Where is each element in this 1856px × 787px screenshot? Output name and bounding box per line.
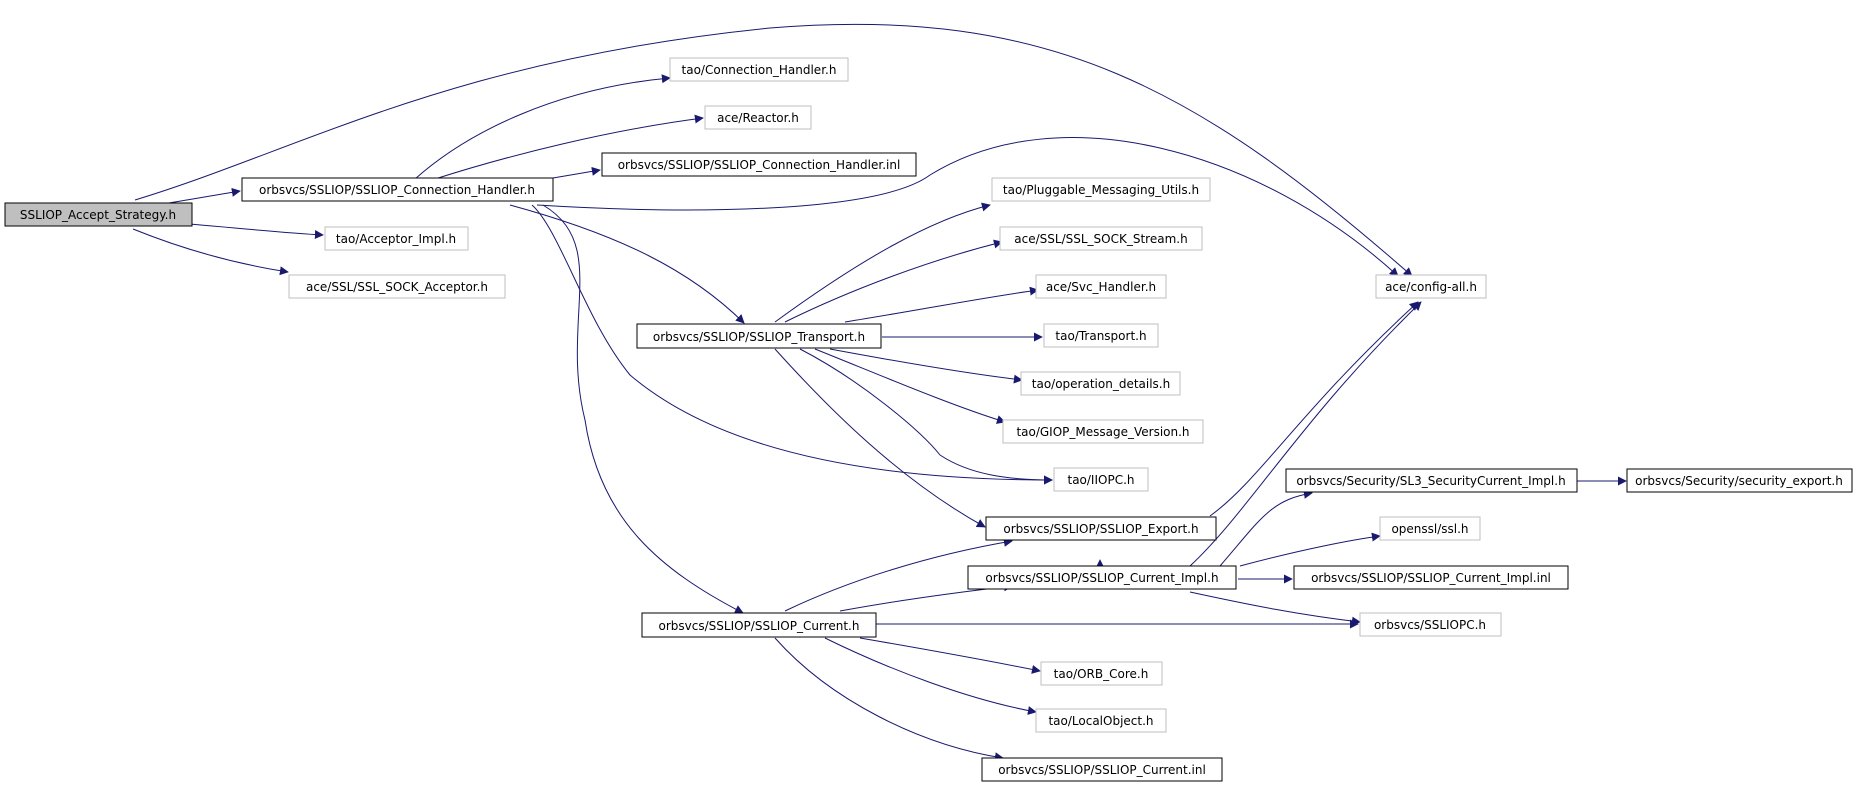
node-label: orbsvcs/SSLIOP/SSLIOP_Connection_Handler…	[618, 158, 901, 172]
node-operation-details[interactable]: tao/operation_details.h	[1020, 371, 1181, 396]
edge	[132, 228, 289, 276]
node-ssl-sock-stream[interactable]: ace/SSL/SSL_SOCK_Stream.h	[999, 226, 1203, 251]
edge	[509, 204, 745, 324]
node-connection-handler-inl[interactable]: orbsvcs/SSLIOP/SSLIOP_Connection_Handler…	[601, 152, 917, 177]
node-label: SSLIOP_Accept_Strategy.h	[20, 208, 176, 222]
node-label: orbsvcs/SSLIOP/SSLIOP_Current.h	[659, 619, 860, 633]
edge	[799, 348, 1053, 485]
node-ssliop-current-inl[interactable]: orbsvcs/SSLIOP/SSLIOP_Current.inl	[981, 757, 1223, 782]
node-label: orbsvcs/Security/SL3_SecurityCurrent_Imp…	[1296, 474, 1565, 488]
node-ssliop-current-impl[interactable]: orbsvcs/SSLIOP/SSLIOP_Current_Impl.h	[967, 565, 1237, 590]
edge	[134, 23, 1413, 277]
node-label: tao/IIOPC.h	[1067, 473, 1134, 487]
edge	[542, 204, 744, 614]
node-sl3-securitycurrent-impl[interactable]: orbsvcs/Security/SL3_SecurityCurrent_Imp…	[1285, 468, 1578, 493]
edge	[434, 114, 704, 180]
node-config-all[interactable]: ace/config-all.h	[1375, 274, 1487, 299]
node-label: tao/operation_details.h	[1032, 377, 1170, 391]
edge	[531, 204, 1053, 485]
node-ssliop-export[interactable]: orbsvcs/SSLIOP/SSLIOP_Export.h	[985, 516, 1217, 541]
node-ssliop-current-impl-inl[interactable]: orbsvcs/SSLIOP/SSLIOP_Current_Impl.inl	[1293, 565, 1569, 590]
node-connection-handler[interactable]: orbsvcs/SSLIOP/SSLIOP_Connection_Handler…	[241, 177, 554, 202]
edge	[814, 348, 1006, 424]
node-security-export[interactable]: orbsvcs/Security/security_export.h	[1626, 468, 1853, 493]
edge	[784, 239, 1003, 323]
node-local-object[interactable]: tao/LocalObject.h	[1035, 708, 1167, 733]
node-label: tao/Connection_Handler.h	[682, 63, 837, 77]
node-label: tao/LocalObject.h	[1048, 714, 1153, 728]
node-label: orbsvcs/SSLIOP/SSLIOP_Connection_Handler…	[259, 183, 535, 197]
edge	[829, 348, 1023, 384]
node-label: orbsvcs/Security/security_export.h	[1635, 474, 1843, 488]
node-label: ace/SSL/SSL_SOCK_Acceptor.h	[306, 280, 488, 294]
node-ssliop-transport[interactable]: orbsvcs/SSLIOP/SSLIOP_Transport.h	[636, 323, 882, 349]
edge	[1189, 591, 1361, 626]
node-label: tao/Transport.h	[1055, 329, 1146, 343]
node-openssl-ssl[interactable]: openssl/ssl.h	[1379, 516, 1481, 541]
node-label: ace/SSL/SSL_SOCK_Stream.h	[1014, 232, 1187, 246]
edge	[774, 202, 991, 323]
edge	[1189, 301, 1422, 567]
node-label: ace/Reactor.h	[717, 111, 799, 125]
edge	[162, 187, 241, 205]
node-giop-message-version[interactable]: tao/GIOP_Message_Version.h	[1002, 419, 1204, 444]
node-label: ace/Svc_Handler.h	[1046, 280, 1156, 294]
node-label: orbsvcs/SSLIOP/SSLIOP_Export.h	[1003, 522, 1198, 536]
node-label: orbsvcs/SSLIOP/SSLIOP_Transport.h	[653, 330, 865, 344]
node-ssliop-current[interactable]: orbsvcs/SSLIOP/SSLIOP_Current.h	[641, 612, 877, 638]
node-ssl-sock-acceptor[interactable]: ace/SSL/SSL_SOCK_Acceptor.h	[288, 274, 506, 299]
edge	[839, 582, 1013, 612]
node-root[interactable]: SSLIOP_Accept_Strategy.h	[4, 202, 193, 227]
edge	[774, 348, 986, 528]
edge	[1219, 489, 1313, 567]
node-tao-transport[interactable]: tao/Transport.h	[1043, 323, 1159, 348]
node-label: tao/Pluggable_Messaging_Utils.h	[1003, 183, 1199, 197]
node-label: openssl/ssl.h	[1391, 522, 1468, 536]
node-sslioPC[interactable]: orbsvcs/SSLIOPC.h	[1359, 612, 1502, 637]
node-pluggable-messaging-utils[interactable]: tao/Pluggable_Messaging_Utils.h	[991, 177, 1211, 202]
node-tao-connection-handler[interactable]: tao/Connection_Handler.h	[669, 57, 849, 82]
edge	[784, 537, 1013, 612]
node-orb-core[interactable]: tao/ORB_Core.h	[1040, 661, 1163, 686]
node-label: orbsvcs/SSLIOP/SSLIOP_Current.inl	[998, 763, 1206, 777]
node-label: ace/config-all.h	[1385, 280, 1477, 294]
edge	[824, 637, 1037, 715]
edge	[844, 286, 1039, 323]
node-acceptor-impl[interactable]: tao/Acceptor_Impl.h	[324, 226, 469, 251]
edge	[536, 137, 1399, 277]
node-iiopc[interactable]: tao/IIOPC.h	[1053, 467, 1149, 492]
node-label: tao/GIOP_Message_Version.h	[1016, 425, 1189, 439]
node-label: orbsvcs/SSLIOP/SSLIOP_Current_Impl.h	[985, 571, 1218, 585]
node-label: orbsvcs/SSLIOP/SSLIOP_Current_Impl.inl	[1311, 571, 1551, 585]
node-svc-handler[interactable]: ace/Svc_Handler.h	[1035, 274, 1167, 299]
edge	[1209, 301, 1419, 517]
edge	[774, 637, 1004, 762]
edge	[1239, 532, 1381, 567]
node-label: tao/Acceptor_Impl.h	[336, 232, 456, 246]
edge	[552, 166, 601, 179]
node-label: orbsvcs/SSLIOPC.h	[1374, 618, 1486, 632]
edge	[414, 74, 671, 180]
edge	[859, 637, 1041, 674]
node-ace-reactor[interactable]: ace/Reactor.h	[704, 105, 812, 130]
node-label: tao/ORB_Core.h	[1054, 667, 1149, 681]
